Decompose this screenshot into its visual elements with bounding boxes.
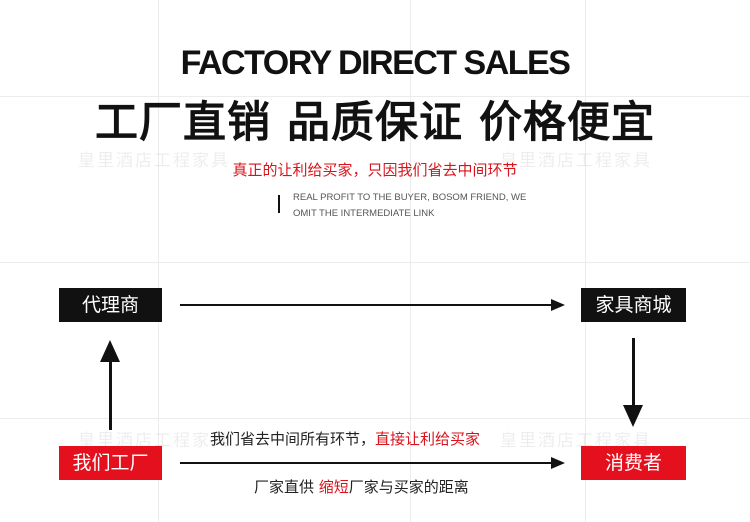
grid-line xyxy=(0,96,750,97)
note-text-highlight: 缩短 xyxy=(318,478,349,496)
english-description-line: OMIT THE INTERMEDIATE LINK xyxy=(293,208,435,219)
watermark: 皇里酒店工程家具 xyxy=(78,151,230,171)
chinese-title: 工厂直销 品质保证 价格便宜 xyxy=(95,98,655,148)
consumer-box: 消费者 xyxy=(581,446,686,480)
note-skip-middlemen: 我们省去中间所有环节，直接让利给买家 xyxy=(210,428,480,449)
note-text: 我们省去中间所有环节， xyxy=(210,430,376,448)
grid-line xyxy=(585,0,586,522)
agent-box: 代理商 xyxy=(59,288,162,322)
note-direct-supply: 厂家直供 缩短厂家与买家的距离 xyxy=(254,476,469,497)
english-description: REAL PROFIT TO THE BUYER, BOSOM FRIEND, … xyxy=(293,190,553,222)
arrow-mall-to-consumer-line xyxy=(632,338,635,408)
english-title: FACTORY DIRECT SALES xyxy=(180,44,571,82)
grid-line xyxy=(0,262,750,263)
grid-line xyxy=(410,0,411,522)
arrow-factory-to-consumer-line xyxy=(180,462,552,464)
arrow-right-icon xyxy=(551,299,565,311)
vertical-bar-divider xyxy=(278,195,280,213)
arrow-right-icon xyxy=(551,457,565,469)
english-description-line: REAL PROFIT TO THE BUYER, BOSOM FRIEND, … xyxy=(293,192,527,203)
arrow-factory-to-agent-line xyxy=(109,360,112,430)
arrow-agent-to-mall-line xyxy=(180,304,552,306)
grid-line xyxy=(158,0,159,522)
red-subtitle: 真正的让利给买家，只因我们省去中间环节 xyxy=(232,161,518,179)
our-factory-box: 我们工厂 xyxy=(59,446,162,480)
arrow-up-icon xyxy=(100,340,120,362)
grid-line xyxy=(0,418,750,419)
furniture-mall-box: 家具商城 xyxy=(581,288,686,322)
note-text: 厂家与买家的距离 xyxy=(348,478,469,496)
arrow-down-icon xyxy=(623,405,643,427)
watermark: 皇里酒店工程家具 xyxy=(500,151,652,171)
note-text-highlight: 直接让利给买家 xyxy=(375,430,481,448)
note-text: 厂家直供 xyxy=(254,478,319,496)
